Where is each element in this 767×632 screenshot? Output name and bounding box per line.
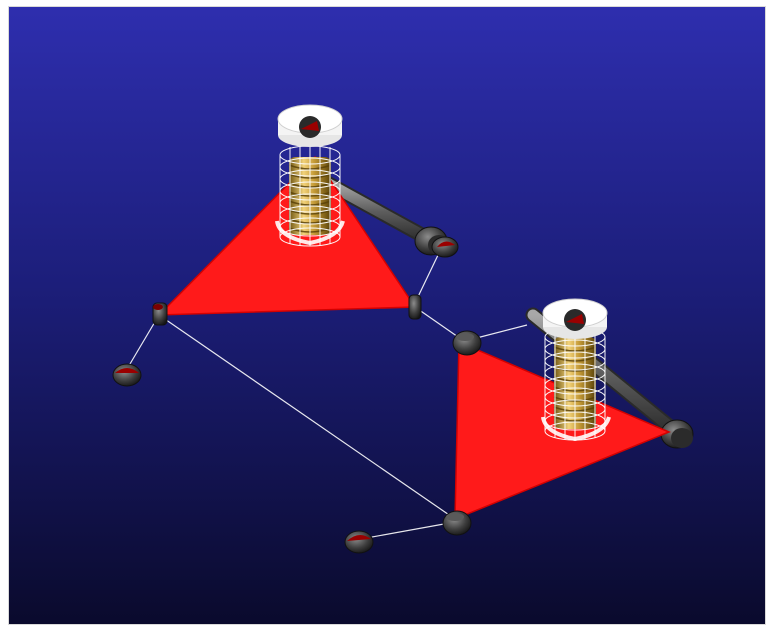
ball-joint[interactable] [431,236,459,258]
spring-damper-right[interactable] [541,298,611,442]
ball-joint[interactable] [344,530,374,554]
suspension-scene[interactable] [9,7,766,625]
link-line [360,521,456,540]
link-line [414,306,462,340]
3d-viewport[interactable] [8,6,766,625]
ball-joint[interactable] [442,510,472,536]
spring-damper-left[interactable] [275,104,345,247]
ball-joint[interactable] [452,330,482,356]
link-line [158,314,456,520]
ball-joint[interactable] [152,302,168,326]
viewport-background [9,7,765,624]
ball-joint[interactable] [408,294,422,320]
link-line [414,252,440,304]
ball-joint[interactable] [112,363,142,387]
